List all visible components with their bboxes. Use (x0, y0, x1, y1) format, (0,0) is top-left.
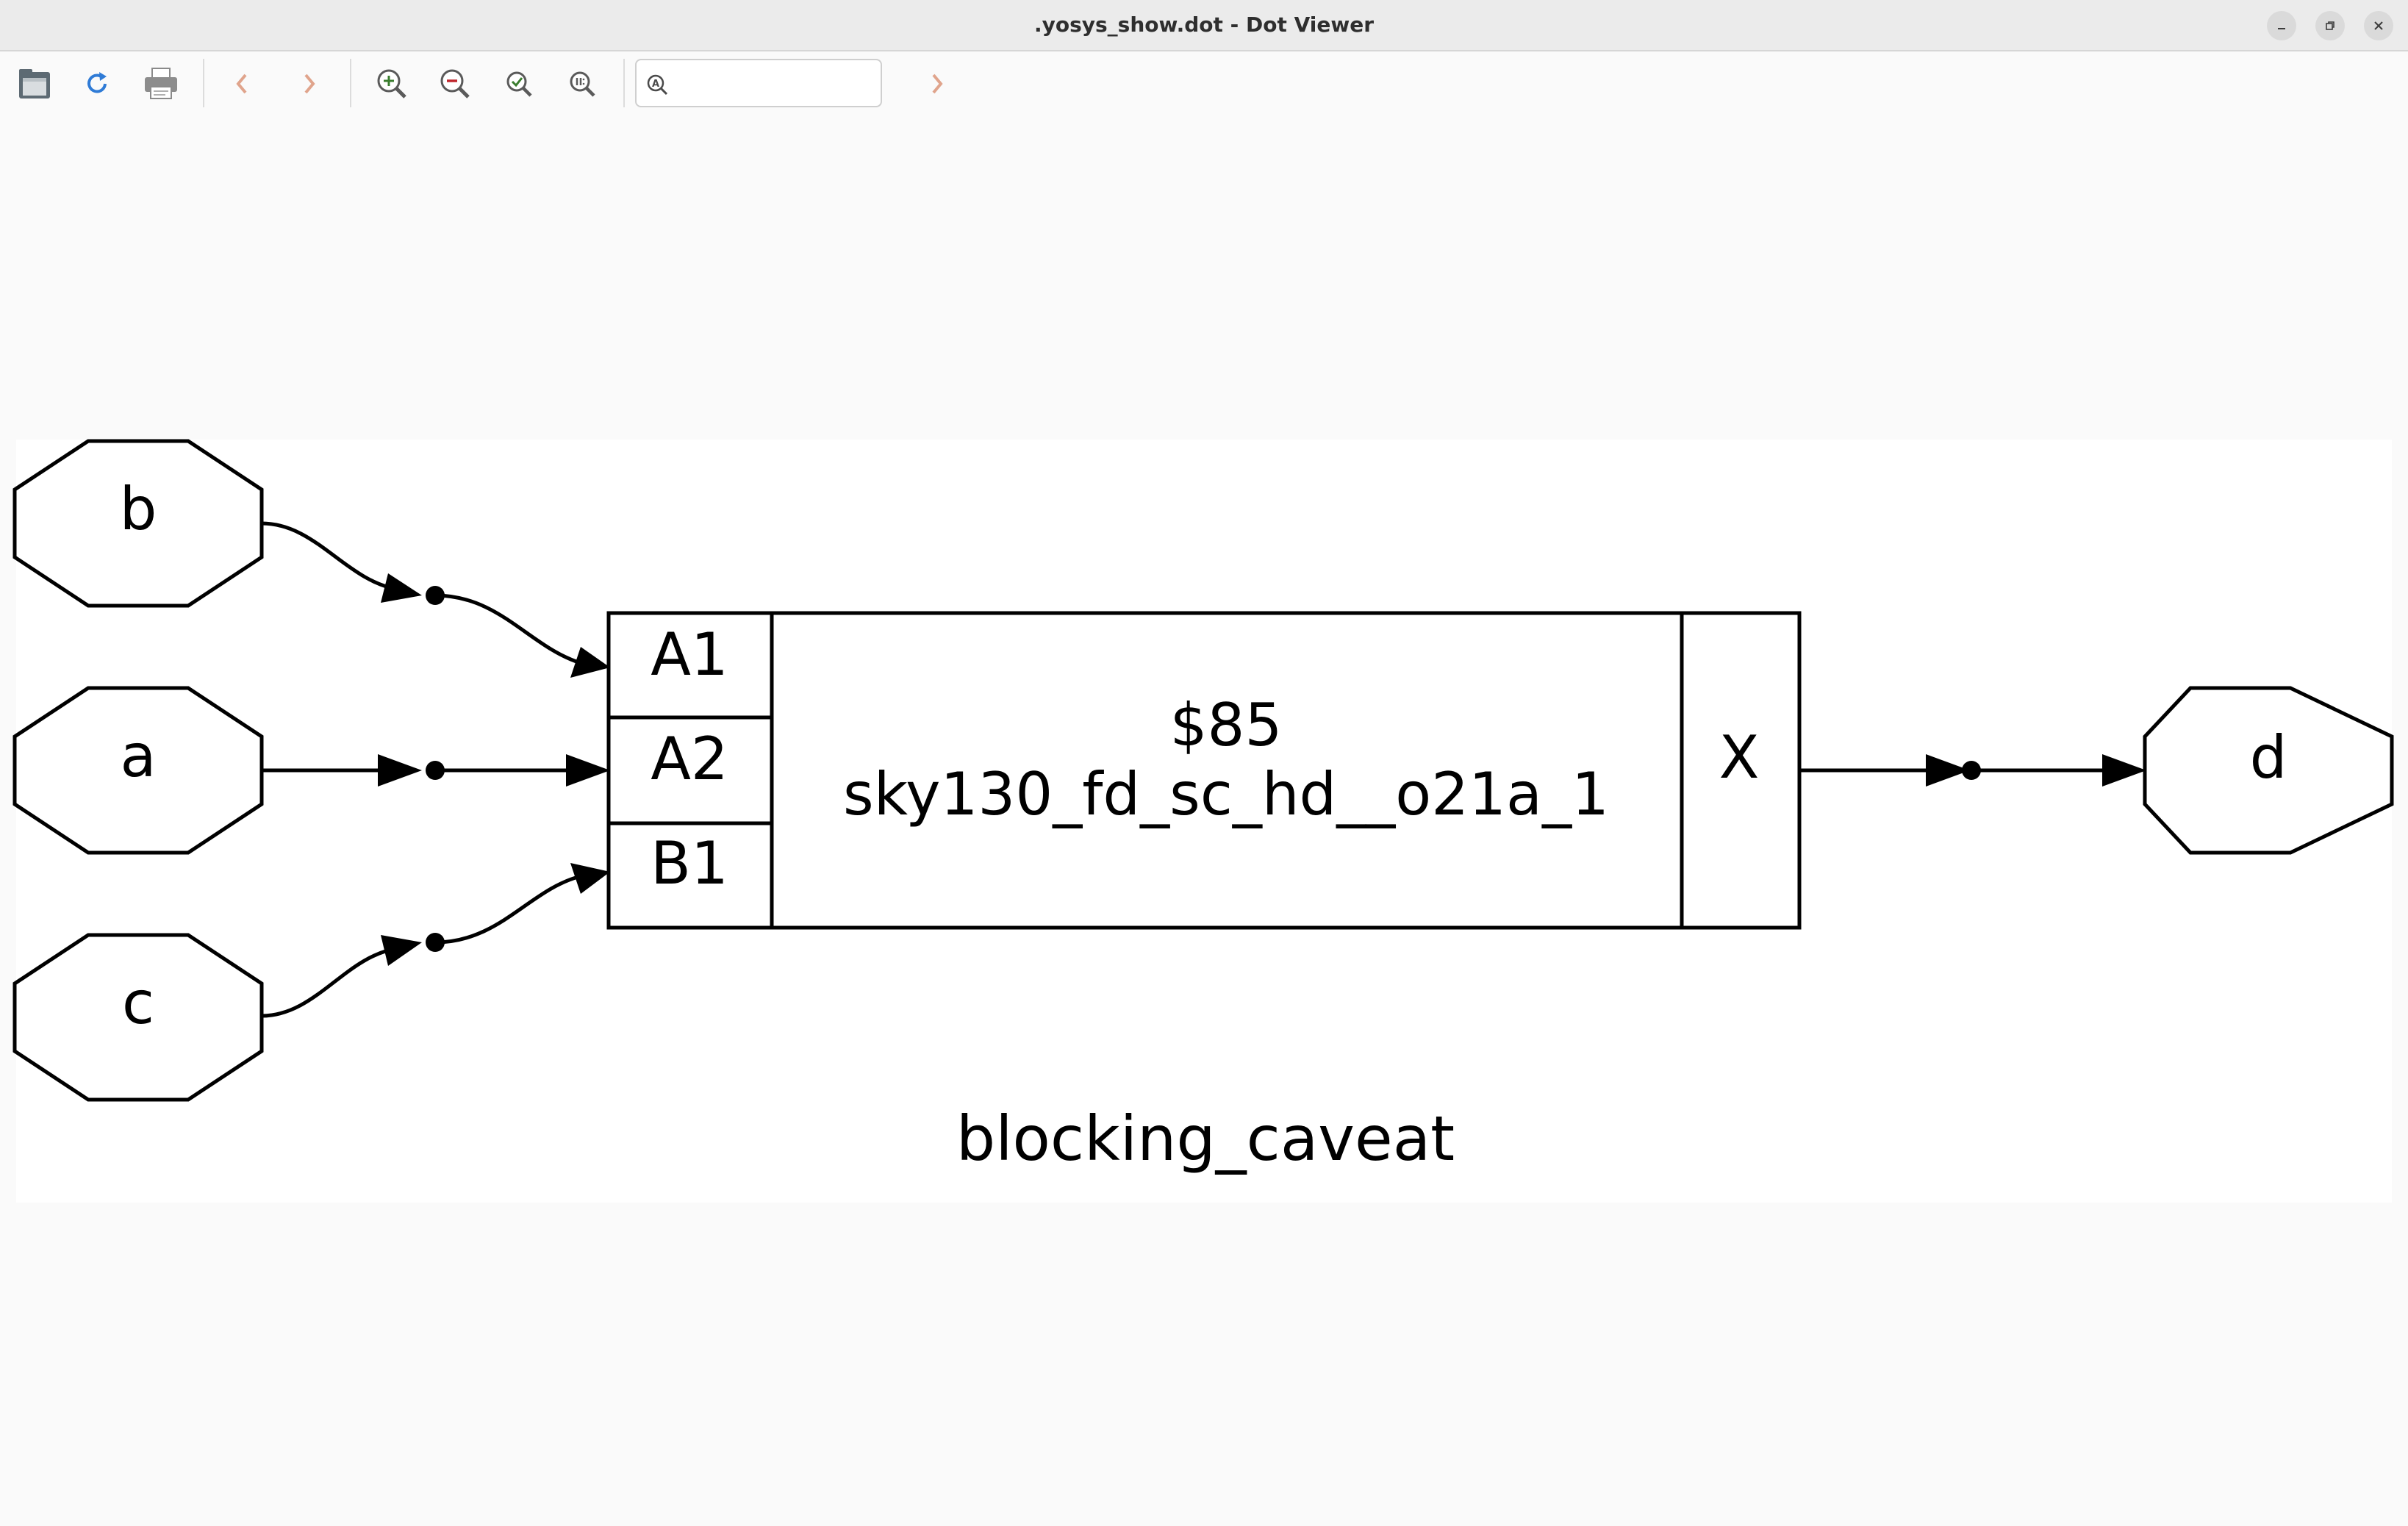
zoom-fit-icon (506, 71, 532, 97)
print-button[interactable] (139, 62, 183, 106)
output-port-node-d[interactable]: d (2143, 686, 2394, 855)
node-label: a (120, 722, 156, 790)
restore-icon (2326, 21, 2334, 30)
chevron-left-icon (236, 74, 247, 94)
forward-button[interactable] (287, 62, 331, 106)
reload-icon (87, 72, 107, 93)
node-label: b (120, 475, 157, 543)
find-next-button[interactable] (914, 62, 958, 106)
cell-input-port-a1: A1 (651, 620, 728, 689)
print-icon (145, 68, 177, 99)
toolbar-separator (623, 59, 625, 107)
edge-b-to-a1 (261, 521, 610, 678)
graph-background (16, 440, 2392, 1203)
search-input[interactable] (673, 66, 875, 101)
zoom-fit-button[interactable] (497, 62, 541, 106)
toolbar-separator (203, 59, 204, 107)
graph-title: blocking_caveat (956, 1103, 1455, 1175)
search-box[interactable]: A (635, 59, 882, 107)
close-button[interactable] (2364, 11, 2393, 40)
open-button[interactable] (12, 62, 57, 106)
cell-input-port-b1: B1 (651, 829, 728, 898)
edge-x-to-d (1799, 754, 2146, 787)
chevron-right-icon (304, 74, 315, 94)
title-bar: .yosys_show.dot - Dot Viewer (0, 0, 2408, 51)
input-port-node-b[interactable]: b (12, 439, 264, 608)
open-folder-icon (19, 69, 50, 98)
cell-input-port-a2: A2 (651, 725, 728, 793)
zoom-in-icon (377, 69, 406, 98)
zoom-out-button[interactable] (433, 62, 477, 106)
zoom-100-button[interactable] (560, 62, 604, 106)
zoom-original-icon (570, 71, 595, 97)
node-label: d (2250, 723, 2287, 792)
graph-drawing: b a c d A1 A2 B1 $85 sky130_fd_sc_h (12, 439, 2394, 1203)
zoom-out-icon (440, 69, 470, 98)
node-label: c (122, 969, 154, 1037)
graph-canvas[interactable]: b a c d A1 A2 B1 $85 sky130_fd_sc_h (0, 118, 2408, 1523)
cell-id: $85 (1170, 691, 1283, 759)
cell-output-port-x: X (1719, 723, 1760, 792)
close-icon (2374, 21, 2383, 30)
minimize-button[interactable] (2267, 11, 2296, 40)
reload-button[interactable] (75, 62, 119, 106)
edge-a-to-a2 (262, 754, 610, 787)
back-button[interactable] (221, 62, 265, 106)
find-icon: A (647, 74, 668, 96)
chevron-right-icon (932, 74, 943, 94)
zoom-in-button[interactable] (370, 62, 414, 106)
window-title: .yosys_show.dot - Dot Viewer (1033, 12, 1375, 37)
toolbar-separator (350, 59, 351, 107)
minimize-icon (2278, 28, 2285, 29)
restore-button[interactable] (2315, 11, 2345, 40)
edge-c-to-b1 (261, 863, 610, 1018)
input-port-node-c[interactable]: c (12, 933, 264, 1102)
toolbar: A (0, 51, 2408, 118)
input-port-node-a[interactable]: a (12, 686, 264, 855)
cell-type: sky130_fd_sc_hd__o21a_1 (843, 760, 1609, 828)
svg-text:A: A (652, 79, 659, 90)
